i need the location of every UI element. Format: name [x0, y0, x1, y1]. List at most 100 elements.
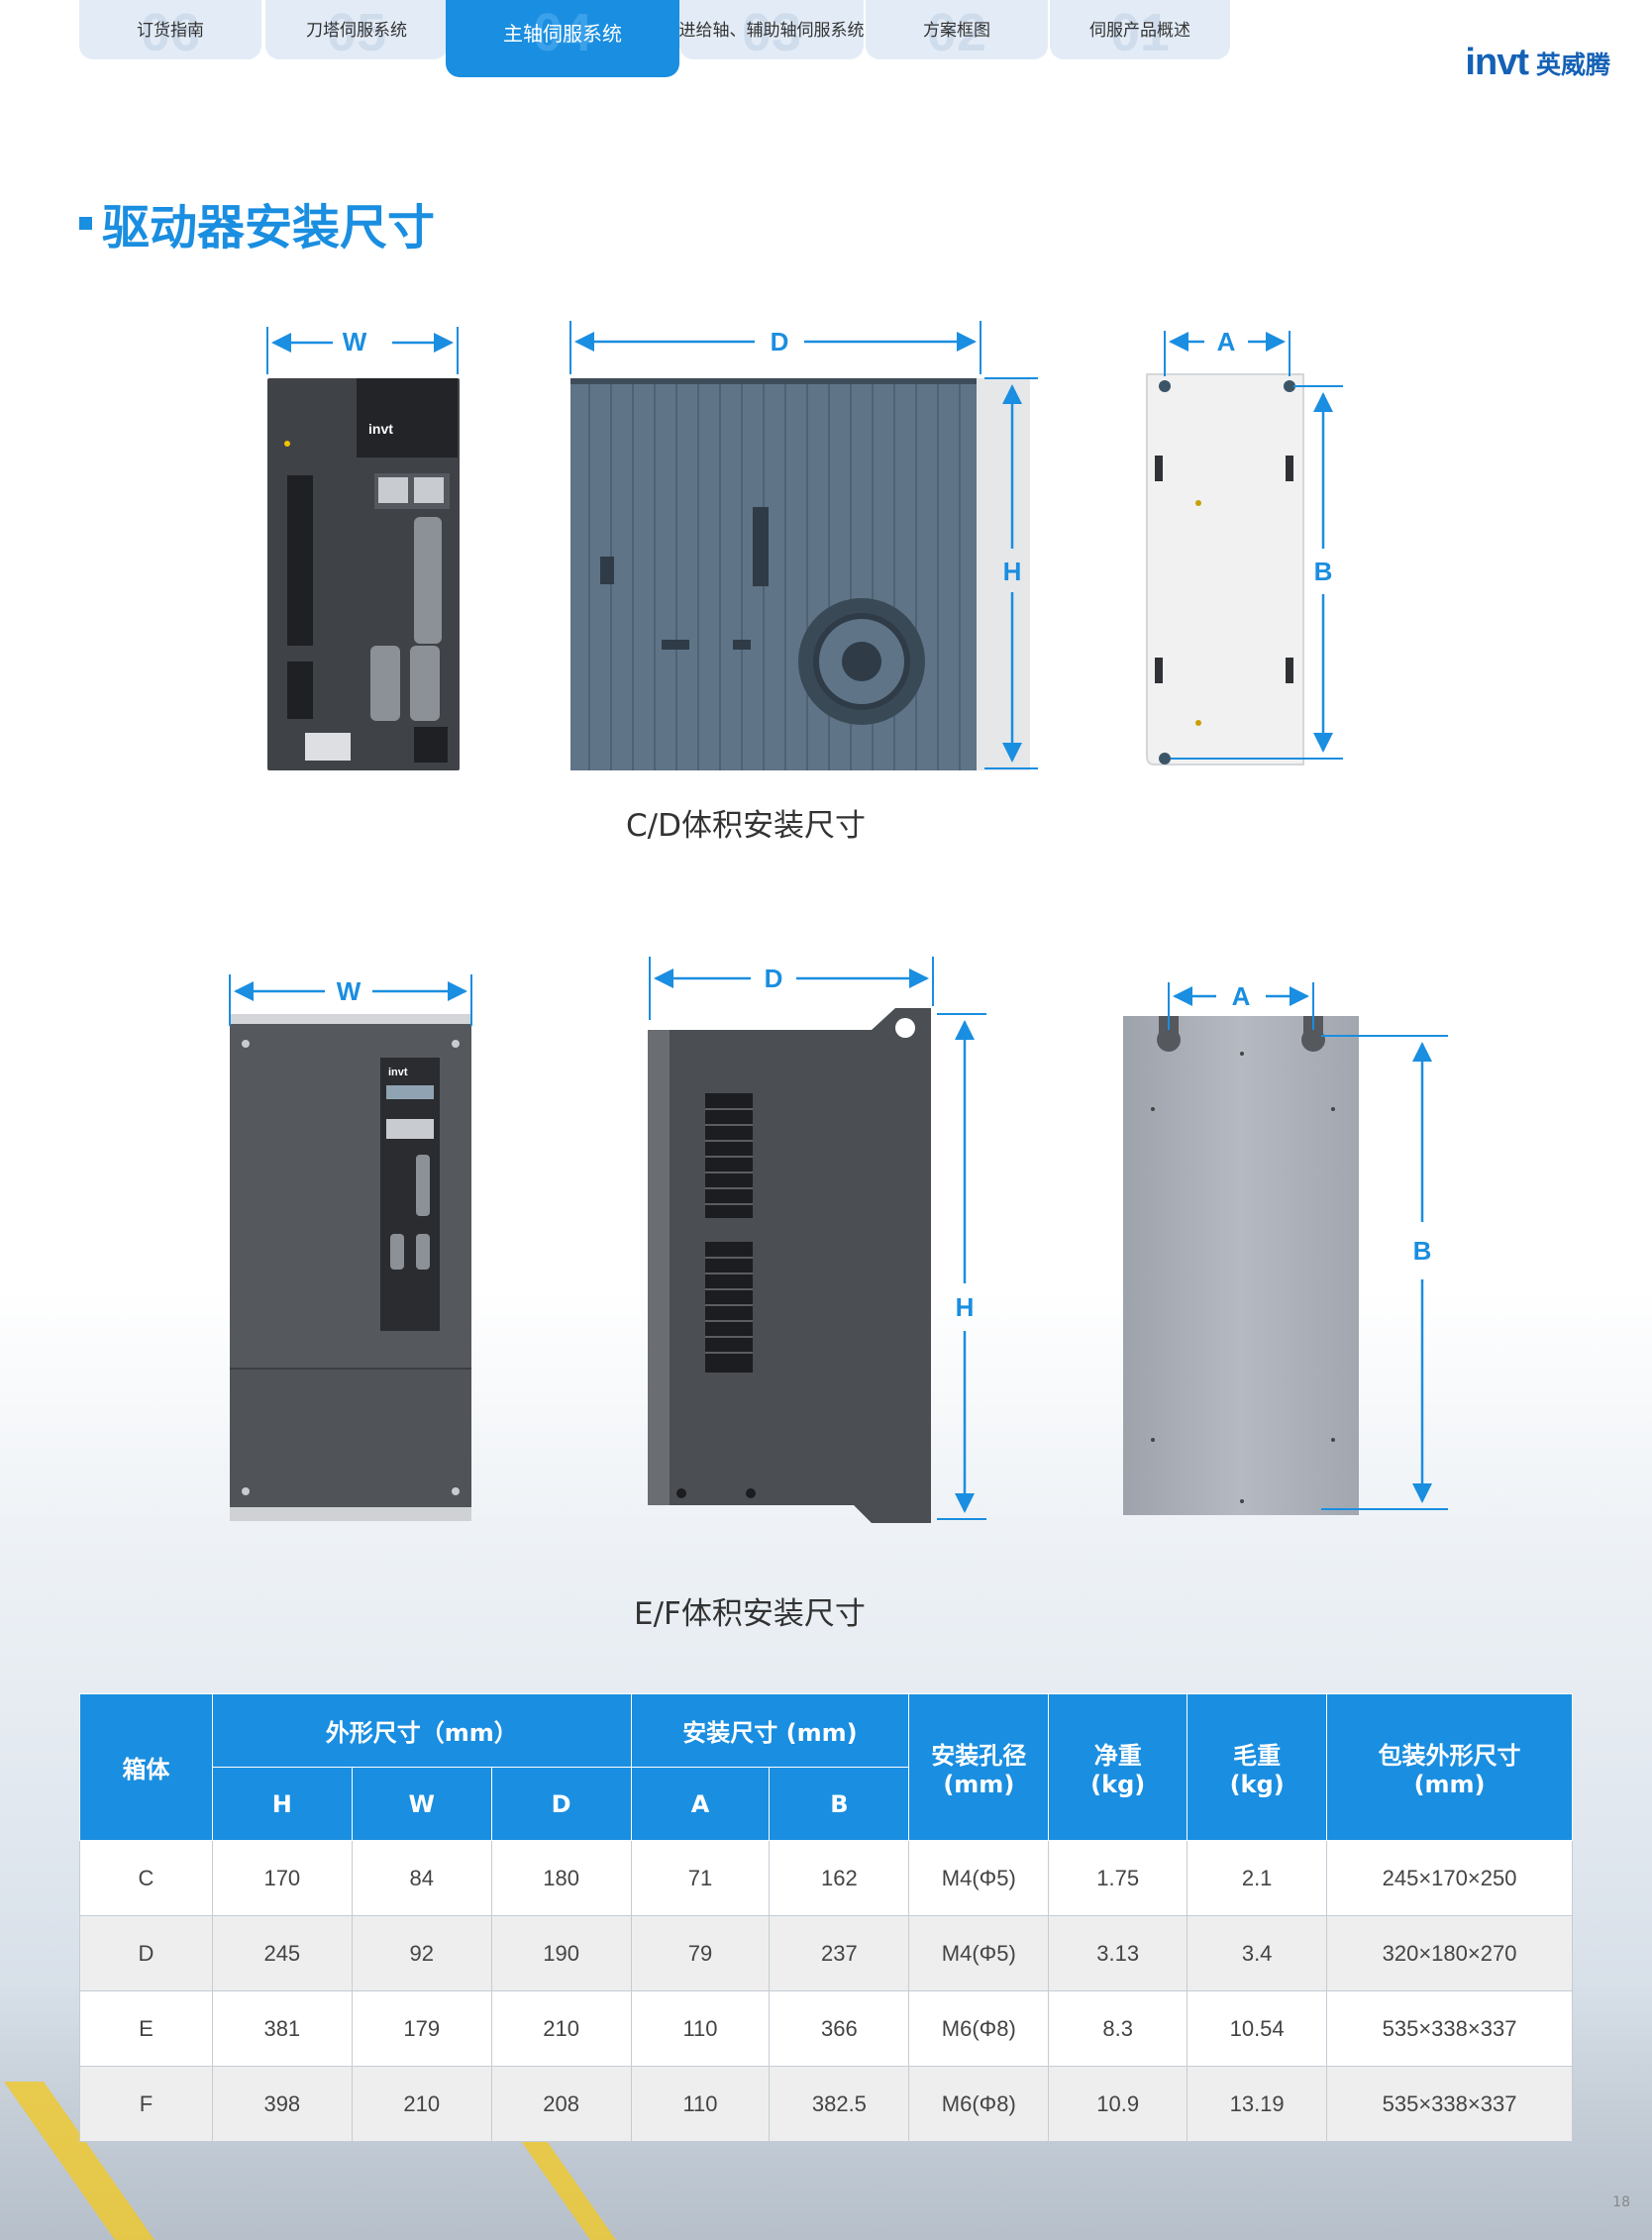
cell-w: 84	[351, 1840, 492, 1916]
tab-label: 进给轴、辅助轴伺服系统	[679, 21, 864, 41]
cd-b-label: B	[1314, 557, 1333, 586]
cell-net: 3.13	[1048, 1915, 1188, 1991]
invt-logo: invt 英威腾	[1465, 42, 1610, 84]
tab-feed-axis-servo[interactable]: 03 进给轴、辅助轴伺服系统	[679, 0, 864, 59]
page-number: 18	[1612, 2194, 1630, 2210]
cell-hole: M4(Φ5)	[908, 1915, 1050, 1991]
cell-package: 245×170×250	[1326, 1840, 1573, 1916]
header-net-weight: 净重 (kg)	[1048, 1693, 1188, 1841]
cell-b: 366	[769, 1990, 910, 2067]
header-gross-weight: 毛重 (kg)	[1187, 1693, 1328, 1841]
dimension-drawings: invt W D H	[229, 321, 1448, 1523]
tab-number: 03	[741, 3, 802, 59]
tab-number: 04	[532, 3, 593, 62]
table-row: E 381 179 210 110 366 M6(Φ8) 8.3 10.54 5…	[79, 1990, 1573, 2067]
cell-w: 179	[351, 1990, 492, 2067]
ef-side-view	[648, 1008, 931, 1523]
cell-w: 92	[351, 1915, 492, 1991]
header-a: A	[630, 1767, 771, 1841]
tab-label: 订货指南	[137, 21, 204, 41]
cell-a: 110	[630, 1990, 771, 2067]
tab-label: 主轴伺服系统	[503, 22, 622, 46]
tab-number: 06	[140, 3, 201, 59]
tab-number: 05	[326, 3, 387, 59]
cell-net: 10.9	[1048, 2066, 1188, 2142]
tab-number: 02	[926, 3, 987, 59]
section-title: 驱动器安装尺寸	[79, 188, 435, 257]
cd-w-label: W	[343, 327, 367, 356]
header-w: W	[351, 1767, 492, 1841]
cd-caption: C/D体积安装尺寸	[626, 808, 866, 844]
cell-net: 1.75	[1048, 1840, 1188, 1916]
section-title-text: 驱动器安装尺寸	[102, 200, 436, 255]
cell-d: 190	[490, 1915, 632, 1991]
tab-number: 01	[1109, 3, 1171, 59]
cell-gross: 2.1	[1187, 1840, 1328, 1916]
cell-gross: 3.4	[1187, 1915, 1328, 1991]
logo-brand-cn: 英威腾	[1535, 50, 1610, 79]
header-b: B	[769, 1767, 910, 1841]
ef-caption: E/F体积安装尺寸	[634, 1596, 866, 1632]
cd-side-view	[570, 378, 1030, 770]
cell-gross: 13.19	[1187, 2066, 1328, 2142]
cell-frame: C	[79, 1840, 213, 1916]
cell-h: 245	[211, 1915, 353, 1991]
header-mount: 安装尺寸 (mm)	[630, 1693, 910, 1768]
cell-b: 162	[769, 1840, 910, 1916]
table-row: C 170 84 180 71 162 M4(Φ5) 1.75 2.1 245×…	[79, 1840, 1573, 1916]
tab-label: 刀塔伺服系统	[306, 21, 407, 41]
tab-label: 伺服产品概述	[1089, 21, 1190, 41]
cell-h: 398	[211, 2066, 353, 2142]
cell-h: 381	[211, 1990, 353, 2067]
ef-back-view	[1123, 1016, 1359, 1515]
tab-solution-diagram[interactable]: 02 方案框图	[866, 0, 1048, 59]
cell-frame: E	[79, 1990, 213, 2067]
title-marker	[79, 216, 92, 230]
header-d: D	[490, 1767, 632, 1841]
header-package: 包装外形尺寸 (mm)	[1326, 1693, 1573, 1841]
cell-gross: 10.54	[1187, 1990, 1328, 2067]
cell-b: 237	[769, 1915, 910, 1991]
svg-text:invt: invt	[368, 421, 393, 437]
cell-net: 8.3	[1048, 1990, 1188, 2067]
table-row: F 398 210 208 110 382.5 M6(Φ8) 10.9 13.1…	[79, 2066, 1573, 2142]
dimension-table: 箱体 外形尺寸（mm） 安装尺寸 (mm) 安装孔径 (mm) 净重 (kg) …	[79, 1693, 1573, 2142]
cell-hole: M6(Φ8)	[908, 1990, 1050, 2067]
header-frame: 箱体	[79, 1693, 213, 1841]
cd-a-label: A	[1217, 327, 1236, 356]
tab-label: 方案框图	[923, 21, 990, 41]
tab-spindle-servo[interactable]: 04 主轴伺服系统	[446, 0, 679, 77]
cell-frame: D	[79, 1915, 213, 1991]
cell-w: 210	[351, 2066, 492, 2142]
svg-text:invt: invt	[388, 1067, 408, 1078]
ef-h-label: H	[956, 1292, 975, 1322]
ef-b-label: B	[1413, 1236, 1432, 1266]
cd-front-view: invt	[267, 378, 460, 770]
ef-d-label: D	[765, 964, 783, 993]
cell-h: 170	[211, 1840, 353, 1916]
cell-package: 320×180×270	[1326, 1915, 1573, 1991]
cd-h-label: H	[1003, 557, 1022, 586]
cell-hole: M6(Φ8)	[908, 2066, 1050, 2142]
cell-d: 180	[490, 1840, 632, 1916]
tab-product-overview[interactable]: 01 伺服产品概述	[1050, 0, 1230, 59]
tab-ordering-guide[interactable]: 06 订货指南	[79, 0, 261, 59]
tab-turret-servo[interactable]: 05 刀塔伺服系统	[265, 0, 448, 59]
logo-brand: invt	[1465, 42, 1529, 83]
cell-d: 210	[490, 1990, 632, 2067]
cell-a: 79	[630, 1915, 771, 1991]
cell-package: 535×338×337	[1326, 1990, 1573, 2067]
cell-a: 71	[630, 1840, 771, 1916]
header-outline: 外形尺寸（mm）	[211, 1693, 632, 1768]
cd-d-label: D	[771, 327, 789, 356]
ef-w-label: W	[337, 976, 361, 1006]
header-hole: 安装孔径 (mm)	[908, 1693, 1050, 1841]
header-h: H	[211, 1767, 353, 1841]
cell-frame: F	[79, 2066, 213, 2142]
cd-back-view	[1146, 373, 1304, 765]
table-row: D 245 92 190 79 237 M4(Φ5) 3.13 3.4 320×…	[79, 1915, 1573, 1991]
cell-a: 110	[630, 2066, 771, 2142]
cell-d: 208	[490, 2066, 632, 2142]
ef-a-label: A	[1232, 981, 1251, 1011]
cell-package: 535×338×337	[1326, 2066, 1573, 2142]
